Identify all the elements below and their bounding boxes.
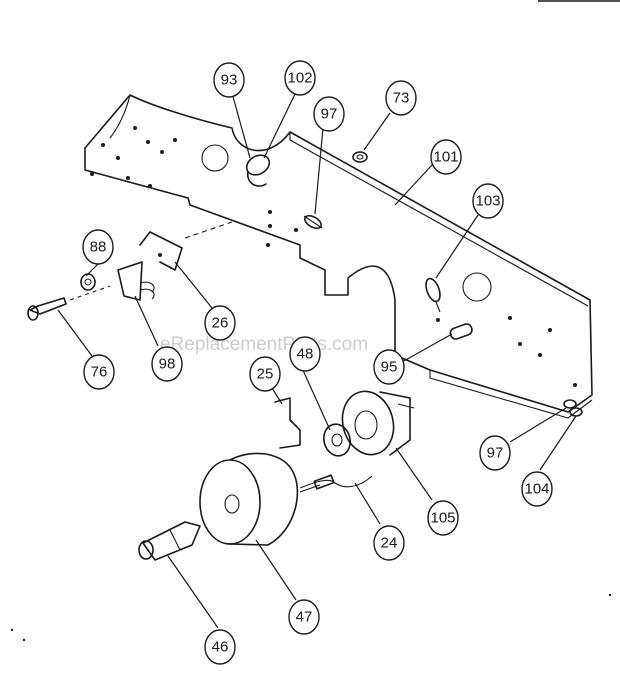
callout-number: 104: [524, 481, 549, 498]
callout-circle: [204, 305, 236, 341]
callout-88: 88: [82, 229, 114, 265]
callout-102: 102: [284, 60, 316, 96]
callout-circle: [313, 96, 345, 132]
timer-motor: [341, 390, 415, 456]
callout-circle: [385, 80, 417, 116]
fuse-holder-top: [303, 214, 323, 230]
watermark: eReplacementParts.com: [160, 334, 368, 355]
callout-circle: [289, 336, 321, 372]
washer-and-screw: [27, 273, 111, 321]
callout-number: 98: [159, 356, 176, 373]
callout-number: 95: [381, 359, 398, 376]
callout-93: 93: [213, 62, 245, 98]
callout-number: 101: [433, 149, 458, 166]
callout-46: 46: [204, 629, 236, 665]
callout-circle: [479, 435, 511, 471]
callout-circle: [472, 183, 504, 219]
callout-number: 47: [296, 609, 313, 626]
callout-number: 25: [257, 366, 274, 383]
callout-number: 105: [430, 510, 455, 527]
callout-circle: [83, 354, 115, 390]
wire-clip: [274, 397, 301, 449]
callout-97b: 97: [479, 435, 511, 471]
callout-number: 103: [475, 193, 500, 210]
callout-circle: [373, 525, 405, 561]
callout-number: 97: [487, 445, 504, 462]
callout-48: 48: [289, 336, 321, 372]
callout-circle: [427, 500, 459, 536]
callout-104: 104: [521, 471, 553, 507]
fuse: [449, 323, 473, 340]
connector-assembly: [245, 154, 271, 187]
callout-number: 88: [90, 239, 107, 256]
callout-26: 26: [204, 305, 236, 341]
callout-labels: 93 102 97 73 101 103 88 26 76 98 48 95 25 97 104 105 24 4…: [82, 60, 553, 665]
callout-47: 47: [288, 599, 320, 635]
wire-harness: [299, 474, 373, 493]
callout-73: 73: [385, 80, 417, 116]
mounting-plate: [84, 94, 593, 419]
callout-number: 97: [321, 106, 338, 123]
callout-number: 102: [287, 70, 312, 87]
callout-number: 48: [297, 346, 314, 363]
callout-number: 26: [212, 315, 229, 332]
callout-circle: [373, 349, 405, 385]
callout-circle: [151, 346, 183, 382]
switch-bracket: [117, 221, 233, 301]
leader-lines: [57, 91, 577, 629]
callout-number: 76: [91, 364, 108, 381]
callout-98: 98: [151, 346, 183, 382]
callout-circle: [288, 599, 320, 635]
callout-76: 76: [83, 354, 115, 390]
callout-number: 73: [393, 90, 410, 107]
callout-number: 93: [221, 72, 238, 89]
callout-circle: [430, 139, 462, 175]
callout-circle: [521, 471, 553, 507]
callout-97a: 97: [313, 96, 345, 132]
cam: [322, 423, 352, 457]
callout-circle: [213, 62, 245, 98]
callout-circle: [82, 229, 114, 265]
callout-number: 24: [381, 535, 398, 552]
callout-24: 24: [373, 525, 405, 561]
callout-circle: [284, 60, 316, 96]
control-dial: [199, 452, 299, 546]
nut: [352, 151, 368, 163]
callout-101: 101: [430, 139, 462, 175]
callout-25: 25: [249, 356, 281, 392]
capacitor: [425, 277, 441, 313]
callout-103: 103: [472, 183, 504, 219]
callout-105: 105: [427, 500, 459, 536]
callout-circle: [204, 629, 236, 665]
callout-95: 95: [373, 349, 405, 385]
shaft-insert: [138, 521, 201, 561]
callout-number: 46: [212, 639, 229, 656]
callout-circle: [249, 356, 281, 392]
